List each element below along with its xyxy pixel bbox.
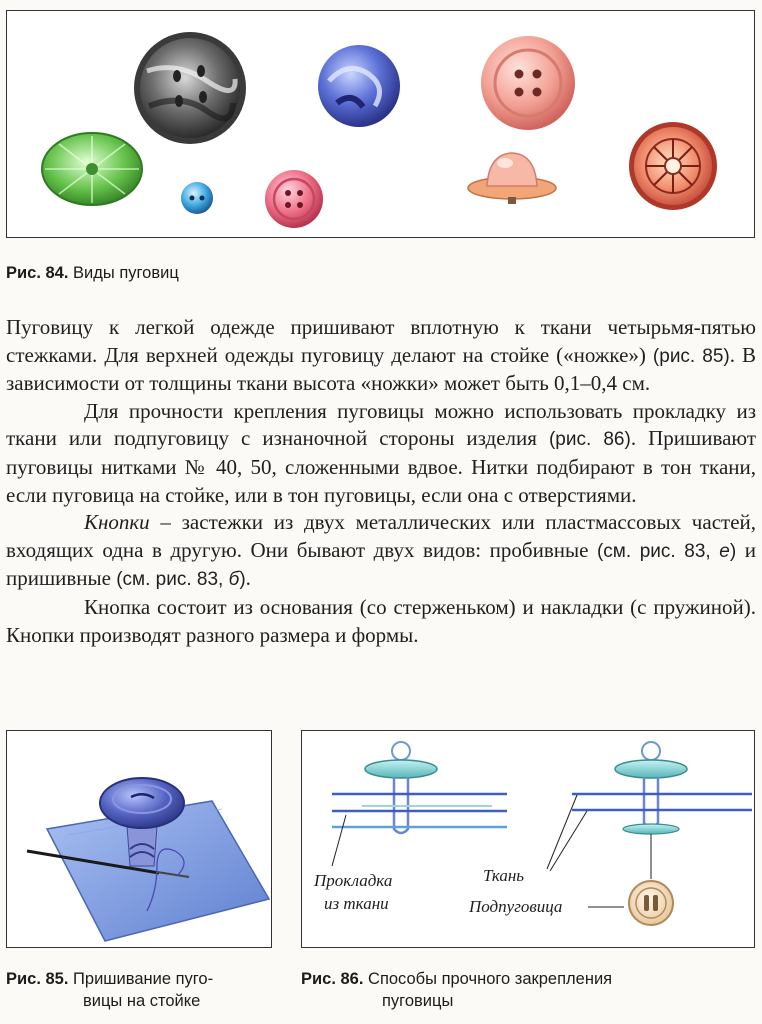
label-fabric: Ткань [483, 866, 525, 885]
fig84-caption: Рис. 84. Виды пуговиц [6, 262, 179, 284]
gray-button-icon [134, 32, 246, 144]
p2-text-a: Для прочности крепления пуговицы можно и… [6, 398, 756, 451]
p3-ref1: (см. рис. 83, [596, 540, 720, 562]
p3-text-a: – застежки из двух металлических или пла… [6, 510, 756, 562]
lining-variant-diagram [331, 741, 507, 867]
fig86-caption: Рис. 86. Способы прочного закрепления пу… [301, 968, 612, 1012]
green-button-icon [41, 132, 143, 206]
fig85-title-1: Пришивание пуго- [73, 970, 214, 988]
p2-text-b: . Пришивают пуговицы нитками № 40, 50, с… [6, 426, 756, 507]
p3-term: Кнопки [84, 510, 150, 535]
small-blue-button-icon [181, 182, 213, 214]
fig84-number: Рис. 84. [6, 264, 69, 282]
p1-figure-ref: (рис. 85) [652, 345, 730, 367]
label-lining-1: Прокладка [314, 871, 393, 890]
underbutton-icon [628, 880, 674, 926]
shank-button-icon [99, 777, 185, 867]
needle-icon [26, 849, 190, 878]
p3-ref2: (см. рис. 83, [116, 569, 229, 591]
fig86-number: Рис. 86. [301, 970, 364, 988]
label-lining-2: из ткани [324, 894, 389, 913]
fig85-illustration [26, 777, 271, 942]
label-underbutton: Подпуговица [469, 897, 563, 916]
p1-text-a: Пуговицу к легкой одежде пришивают вплот… [6, 315, 756, 367]
body-text: Пуговицу к легкой одежде пришивают вплот… [6, 314, 756, 649]
paragraph-1: Пуговицу к легкой одежде пришивают вплот… [6, 314, 756, 398]
fig85-number: Рис. 85. [6, 970, 69, 988]
fig86-title-2: пуговицы [382, 992, 454, 1010]
p3-text-b: и пришивные [6, 537, 756, 591]
paragraph-3: Кнопки – застежки из двух металлических … [6, 509, 756, 594]
dome-shank-button-icon [467, 152, 557, 204]
blue-swirl-button-icon [318, 45, 400, 127]
ornate-button-icon [629, 122, 717, 210]
p3-ref1-end: ) [729, 540, 737, 562]
fig86-frame: Прокладка из ткани Ткань Подпуговица [301, 730, 755, 948]
red-button-icon [265, 170, 323, 228]
underbutton-variant-diagram [546, 741, 752, 926]
fig85-frame [6, 730, 272, 948]
fig86-diagram [331, 741, 752, 926]
p3-ref2-end: ) [239, 569, 246, 591]
p3-text-c: . [245, 566, 251, 591]
paragraph-2: Для прочности крепления пуговицы можно и… [6, 398, 756, 509]
p3-ref1-letter: е [719, 540, 730, 562]
fig86-title-1: Способы прочного закрепления [368, 970, 613, 988]
fig84-frame [6, 10, 755, 238]
paragraph-4: Кнопка состоит из основания (со стержень… [6, 594, 756, 647]
fig85-title-2: вицы на стойке [83, 992, 201, 1010]
fig84-title: Виды пуговиц [73, 264, 179, 282]
pink-button-icon [481, 36, 575, 130]
fig84-illustration [41, 32, 717, 228]
p3-ref2-letter: б [228, 569, 240, 591]
p1-text-b: . В зависимости от толщины ткани высота … [6, 342, 756, 396]
thread-line [146, 848, 185, 912]
fig85-caption: Рис. 85. Пришивание пуго- вицы на стойке [6, 968, 213, 1012]
p2-figure-ref: (рис. 86) [548, 429, 631, 451]
